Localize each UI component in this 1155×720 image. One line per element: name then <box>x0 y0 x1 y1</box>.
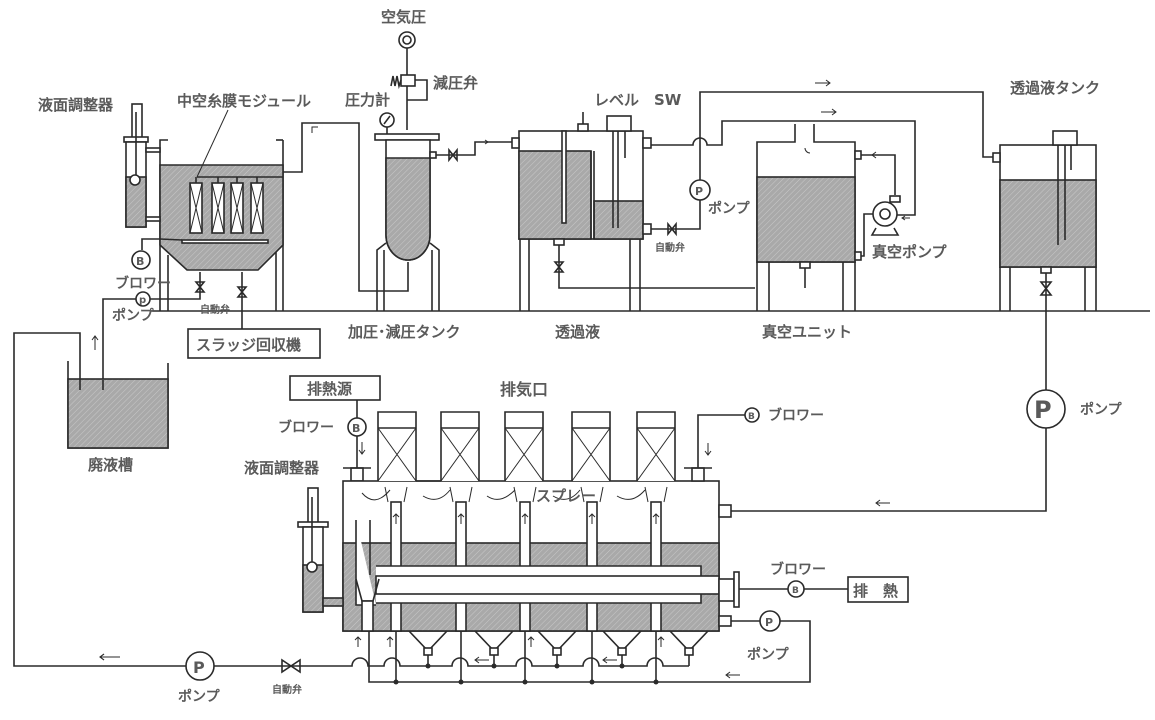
pump-icon <box>185 651 215 681</box>
label-vacuum-pump: 真空ポンプ <box>872 243 948 261</box>
label-pump-right: ポンプ <box>1080 401 1123 418</box>
valve-icon <box>1039 281 1053 296</box>
label-permeate-tank: 透過液タンク <box>1010 79 1100 97</box>
blower-icon <box>744 407 760 423</box>
blower-symbol: B <box>352 422 360 435</box>
label-pump-tank: ポンプ <box>112 307 155 324</box>
vacuum-pump-icon <box>872 201 898 227</box>
label-auto-valve-tank: 自動弁 <box>200 303 230 316</box>
label-level-adjuster-top: 液面調整器 <box>38 96 114 114</box>
label-pump-bottom-right: ポンプ <box>747 646 790 663</box>
membrane-modules <box>189 109 283 234</box>
level-adjuster-bottom <box>297 487 344 613</box>
heat-source-box <box>289 375 381 401</box>
level-adjuster-top <box>123 103 161 228</box>
label-hollow-fiber-module: 中空糸膜モジュール <box>177 92 311 110</box>
bottom-hoppers <box>185 630 709 685</box>
label-pump-mid: ポンプ <box>708 200 751 217</box>
pump-symbol: P <box>695 185 703 198</box>
label-blower-exhaust: ブロワー <box>770 561 826 578</box>
valve-icon <box>281 658 301 674</box>
air-supply-icon <box>398 31 416 49</box>
label-pump-bottom-left: ポンプ <box>178 688 221 705</box>
valve-icon <box>667 221 677 237</box>
label-blower-tank: ブロワー <box>115 275 171 292</box>
sludge-recovery-box <box>187 328 321 359</box>
label-pressure-gauge: 圧力計 <box>345 91 390 109</box>
permeate-tank-mid: P <box>477 79 995 311</box>
label-permeate: 透過液 <box>555 323 601 341</box>
permeate-liquid-tank: P <box>730 130 1097 512</box>
label-auto-valve-bottom: 自動弁 <box>272 683 302 696</box>
level-switch-icon <box>606 115 632 132</box>
blower-symbol: B <box>136 255 144 268</box>
membrane-tank: B p <box>102 109 378 380</box>
pressure-reducing-valve-icon <box>400 74 416 87</box>
blower-symbol: B <box>792 586 799 596</box>
evaporator: B B <box>185 400 909 685</box>
label-pressure-reducing-valve: 減圧弁 <box>433 74 478 92</box>
label-sludge-recovery: スラッジ回収機 <box>196 336 301 354</box>
blower-icon <box>131 250 151 270</box>
label-level-switch: レベル SW <box>594 91 682 109</box>
valve-icon <box>194 281 206 293</box>
label-level-adjuster-bottom: 液面調整器 <box>244 459 320 477</box>
label-waste-tank: 廃液槽 <box>88 456 133 474</box>
bottom-return-line: P <box>99 651 301 681</box>
label-vacuum-unit: 真空ユニット <box>762 323 852 341</box>
label-blower-right: ブロワー <box>768 407 824 424</box>
pump-symbol: P <box>1034 396 1052 424</box>
waste-tank <box>13 332 185 667</box>
blower-icon <box>347 417 367 437</box>
pressure-tank <box>374 31 513 311</box>
label-spray: スプレー <box>536 487 596 505</box>
pump-symbol: p <box>139 295 146 306</box>
valve-icon <box>448 147 458 163</box>
valve-icon <box>236 286 248 298</box>
label-exhaust-port: 排気口 <box>500 380 548 399</box>
exhaust-stacks <box>377 411 676 482</box>
label-air-pressure: 空気圧 <box>381 8 426 26</box>
label-auto-valve-mid: 自動弁 <box>655 241 685 254</box>
valve-icon <box>553 261 565 273</box>
label-exhaust-heat: 排 熱 <box>853 582 898 600</box>
exhaust-heat-box <box>847 576 909 603</box>
vacuum-unit <box>756 124 910 311</box>
blower-symbol: B <box>748 412 755 422</box>
labels: 空気圧 減圧弁 圧力計 レベル SW 透過液タンク 液面調整器 中空糸膜モジュー… <box>38 8 1123 705</box>
label-blower-left: ブロワー <box>278 419 334 436</box>
label-pressure-tank: 加圧･減圧タンク <box>347 323 461 341</box>
pump-symbol: P <box>193 658 205 677</box>
label-heat-source: 排熱源 <box>307 380 352 398</box>
pump-symbol: P <box>765 616 773 629</box>
